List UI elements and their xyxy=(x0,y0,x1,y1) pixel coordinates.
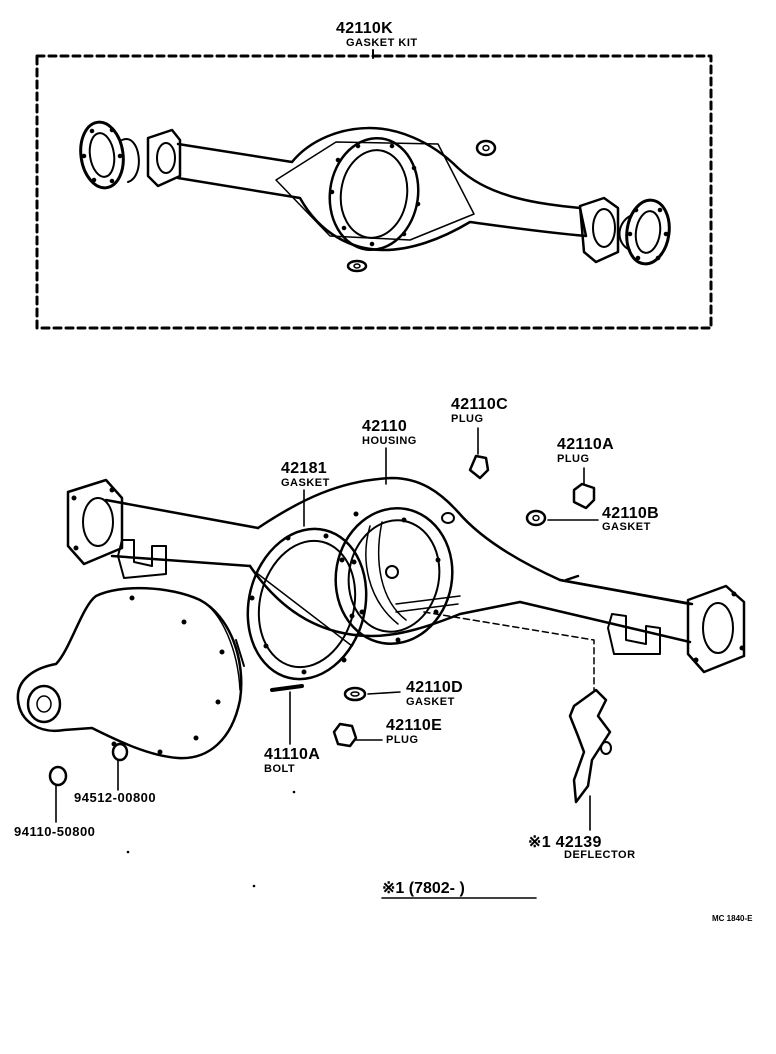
gasket-kit-part-number: 42110K xyxy=(336,20,393,37)
drawing-code: MC 1840-E xyxy=(712,914,753,923)
gasket-kit-group xyxy=(35,49,713,330)
gasket-42181-drawing xyxy=(246,527,368,681)
housing-assembly-group xyxy=(66,476,746,691)
bolt-part-number: 41110A xyxy=(264,746,321,763)
plug-a-name: PLUG xyxy=(557,453,590,465)
plug-c-part-number: 42110C xyxy=(451,396,508,413)
plug-e-name: PLUG xyxy=(386,734,419,746)
leader-lines xyxy=(55,427,599,899)
gasket-d-part-number: 42110D xyxy=(406,679,463,696)
footnote: ※1 (7802‐ ) xyxy=(382,880,465,897)
bolt-name: BOLT xyxy=(264,763,296,775)
scan-specks xyxy=(126,790,296,888)
nut-94512-part-number: 94512-00800 xyxy=(74,790,157,805)
plug-a-part-number: 42110A xyxy=(557,436,614,453)
gasket-b-name: GASKET xyxy=(602,521,651,533)
plug-c-name: PLUG xyxy=(451,413,484,425)
hardware-drawings xyxy=(48,454,612,804)
gasket-b-part-number: 42110B xyxy=(602,505,659,522)
gasket-kit-dashed-frame xyxy=(35,54,713,330)
plug-e-part-number: 42110E xyxy=(386,717,443,734)
gasket-d-name: GASKET xyxy=(406,696,455,708)
differential-carrier-drawing xyxy=(16,586,245,760)
washer-94110-part-number: 94110-50800 xyxy=(14,824,96,839)
gasket-kit-name: GASKET KIT xyxy=(346,37,418,49)
gasket-181-name: GASKET xyxy=(281,477,330,489)
housing-part-number: 42110 xyxy=(362,418,408,435)
gasket-181-part-number: 42181 xyxy=(281,460,327,477)
housing-name: HOUSING xyxy=(362,435,417,447)
deflector-part-number: ※1 42139 xyxy=(528,834,602,851)
deflector-name: DEFLECTOR xyxy=(564,849,636,861)
